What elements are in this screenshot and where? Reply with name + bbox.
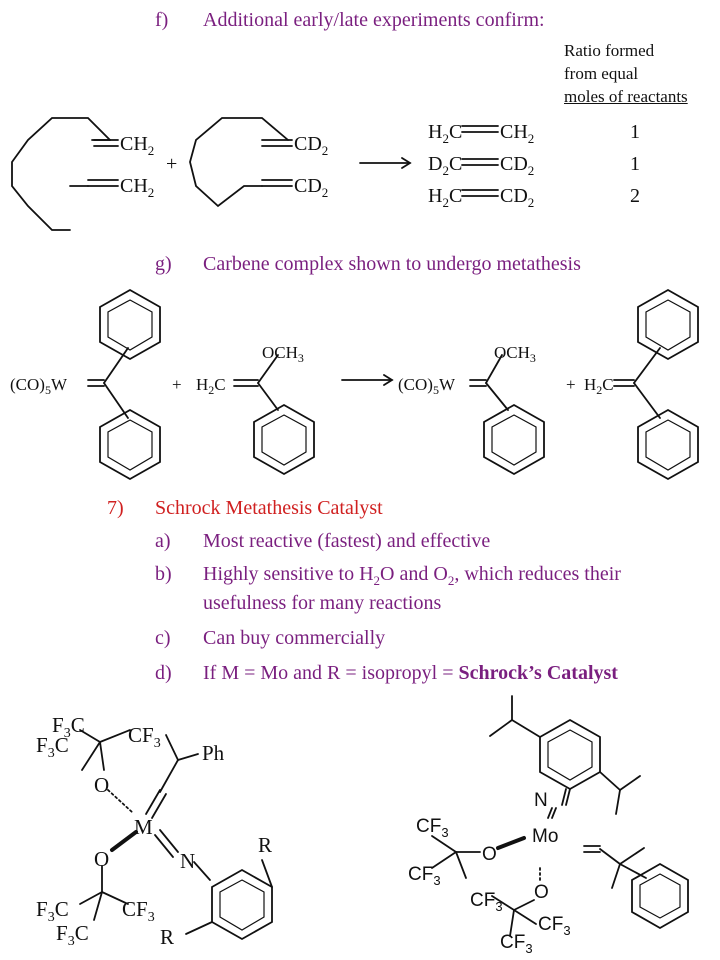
plus-sign-g1: + (172, 375, 182, 394)
f3c-label-bottom2: F3C (56, 921, 89, 949)
f3c-label-bottom: F3C (36, 897, 69, 925)
cf3-label-right-4: CF3 (538, 914, 571, 938)
f3c-label-top2: F3C (36, 733, 69, 761)
cd2-label-top: CD2 (294, 133, 328, 158)
cf3-label-bottom: CF3 (122, 897, 155, 925)
item-a-text: Most reactive (fastest) and effective (203, 530, 491, 552)
methoxystyrene-reactant (233, 354, 315, 476)
h2c-label-2: H2C (584, 375, 614, 397)
item-g-marker: g) (155, 253, 172, 275)
reaction-arrow-g (341, 374, 394, 386)
item-b-marker: b) (155, 563, 172, 585)
tungsten-carbene-reactant (87, 288, 161, 481)
h2c-label-1: H2C (196, 375, 226, 397)
item-f-text: Additional early/late experiments confir… (203, 9, 545, 31)
o-label-top: O (94, 773, 109, 797)
n-label: N (180, 849, 195, 873)
r-label-top: R (258, 833, 272, 857)
o-label-right-left: O (482, 844, 497, 865)
cf3-label-right-1: CF3 (416, 816, 449, 840)
product-3-right: CD2 (500, 185, 534, 210)
n-label-right: N (534, 790, 548, 811)
ch2-label-top: CH2 (120, 133, 154, 158)
section-7-marker: 7) (107, 497, 124, 519)
item-b-mid: O and O (380, 563, 448, 585)
co5w-label-2: (CO)5W (398, 375, 456, 397)
reaction-arrow-f (359, 157, 412, 169)
ch2-label-bottom: CH2 (120, 175, 154, 200)
item-b-text: Highly sensitive to H2O and O2, which re… (203, 563, 621, 588)
section-7-title: Schrock Metathesis Catalyst (155, 497, 383, 519)
product-1-left: H2C (428, 121, 462, 146)
cf3-label-top: CF3 (128, 723, 161, 751)
product-3-ratio: 2 (630, 185, 640, 207)
item-a-marker: a) (155, 530, 171, 552)
item-g-text: Carbene complex shown to undergo metathe… (203, 253, 581, 275)
schrock-catalyst-structure (431, 695, 689, 937)
f3c-label-top: F3C (52, 713, 85, 741)
item-b-pre: Highly sensitive to H (203, 563, 374, 585)
item-b-line2: usefulness for many reactions (203, 592, 442, 614)
item-d-text: If M = Mo and R = isopropyl = Schrock’s … (203, 661, 618, 685)
tungsten-methoxycarbene-product (469, 354, 545, 476)
product-3-left: H2C (428, 185, 462, 210)
product-2-ratio: 1 (630, 153, 640, 175)
cd2-label-bottom: CD2 (294, 175, 328, 200)
cf3-label-right-3: CF3 (470, 890, 503, 914)
ratio-header-1: Ratio formed (564, 41, 655, 60)
co5w-label-1: (CO)5W (10, 375, 68, 397)
item-c-text: Can buy commercially (203, 627, 386, 649)
mo-label: Mo (532, 826, 558, 847)
schrock-generic-structure (79, 729, 273, 941)
product-1-right: CH2 (500, 121, 534, 146)
ph-label: Ph (202, 741, 225, 765)
cf3-label-right-2: CF3 (408, 864, 441, 888)
diene-ch2-structure (11, 117, 119, 231)
ratio-header-2: from equal (564, 64, 639, 83)
diphenylethylene-product (613, 288, 699, 481)
item-d-pre: If M = Mo and R = isopropyl = (203, 662, 459, 684)
diene-cd2-structure (189, 117, 293, 208)
plus-sign-f: + (166, 153, 177, 175)
m-label: M (134, 815, 153, 839)
item-b-post: , which reduces their (454, 563, 621, 585)
item-d-bold: Schrock’s Catalyst (458, 662, 618, 684)
och3-label-2: OCH3 (494, 343, 536, 365)
item-c-marker: c) (155, 627, 171, 649)
product-1-ratio: 1 (630, 121, 640, 143)
o-label-right-bottom: O (534, 882, 549, 903)
plus-sign-g2: + (566, 375, 576, 394)
o-label-bottom: O (94, 847, 109, 871)
item-f-marker: f) (155, 9, 169, 31)
item-d-marker: d) (155, 662, 172, 684)
product-2-left: D2C (428, 153, 462, 178)
r-label-bottom: R (160, 925, 174, 949)
ratio-header-3: moles of reactants (564, 87, 688, 106)
och3-label-1: OCH3 (262, 343, 304, 365)
product-2-right: CD2 (500, 153, 534, 178)
cf3-label-right-5: CF3 (500, 932, 533, 956)
